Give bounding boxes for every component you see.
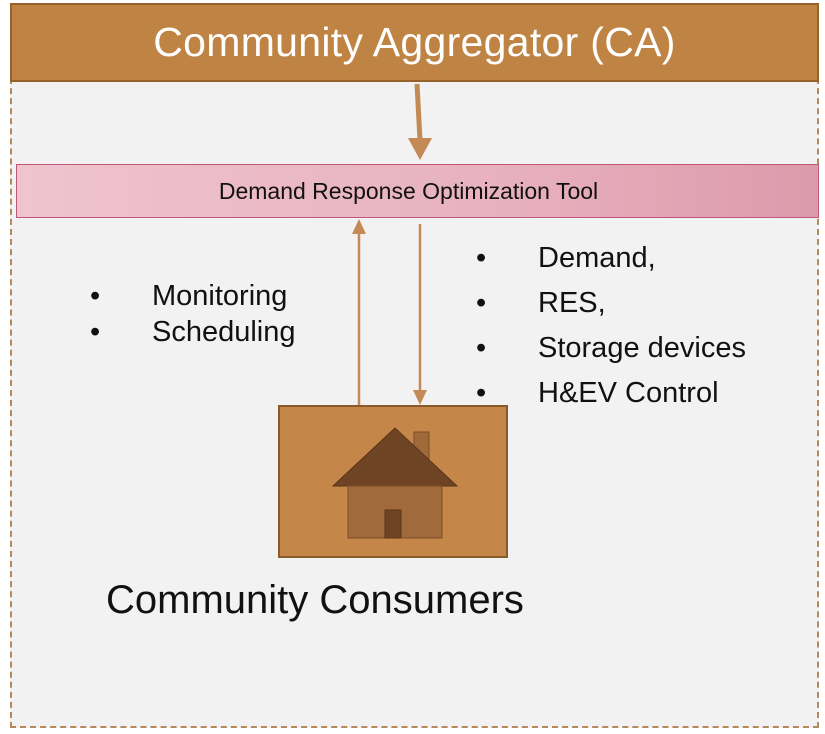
- downstream-item: H&EV Control: [476, 371, 746, 416]
- downstream-item: Storage devices: [476, 326, 746, 371]
- downstream-list: Demand, RES, Storage devices H&EV Contro…: [476, 236, 746, 416]
- ca-to-tool-arrowhead: [408, 138, 432, 160]
- optimization-tool-title: Demand Response Optimization Tool: [218, 177, 599, 204]
- downstream-item: RES,: [476, 281, 746, 326]
- consumers-to-tool-arrowhead: [352, 219, 366, 234]
- upstream-item: Monitoring: [90, 278, 296, 314]
- aggregator-header: Community Aggregator (CA): [10, 3, 819, 82]
- consumers-label: Community Consumers: [106, 578, 524, 622]
- house-icon: [331, 427, 459, 539]
- ca-to-tool-arrow: [414, 83, 423, 141]
- upstream-item: Scheduling: [90, 314, 296, 350]
- downstream-item: Demand,: [476, 236, 746, 281]
- optimization-tool-bar: Demand Response Optimization Tool: [16, 164, 819, 218]
- aggregator-title: Community Aggregator (CA): [153, 19, 676, 65]
- tool-to-consumers-arrowhead: [413, 390, 427, 405]
- upstream-list: Monitoring Scheduling: [90, 278, 296, 350]
